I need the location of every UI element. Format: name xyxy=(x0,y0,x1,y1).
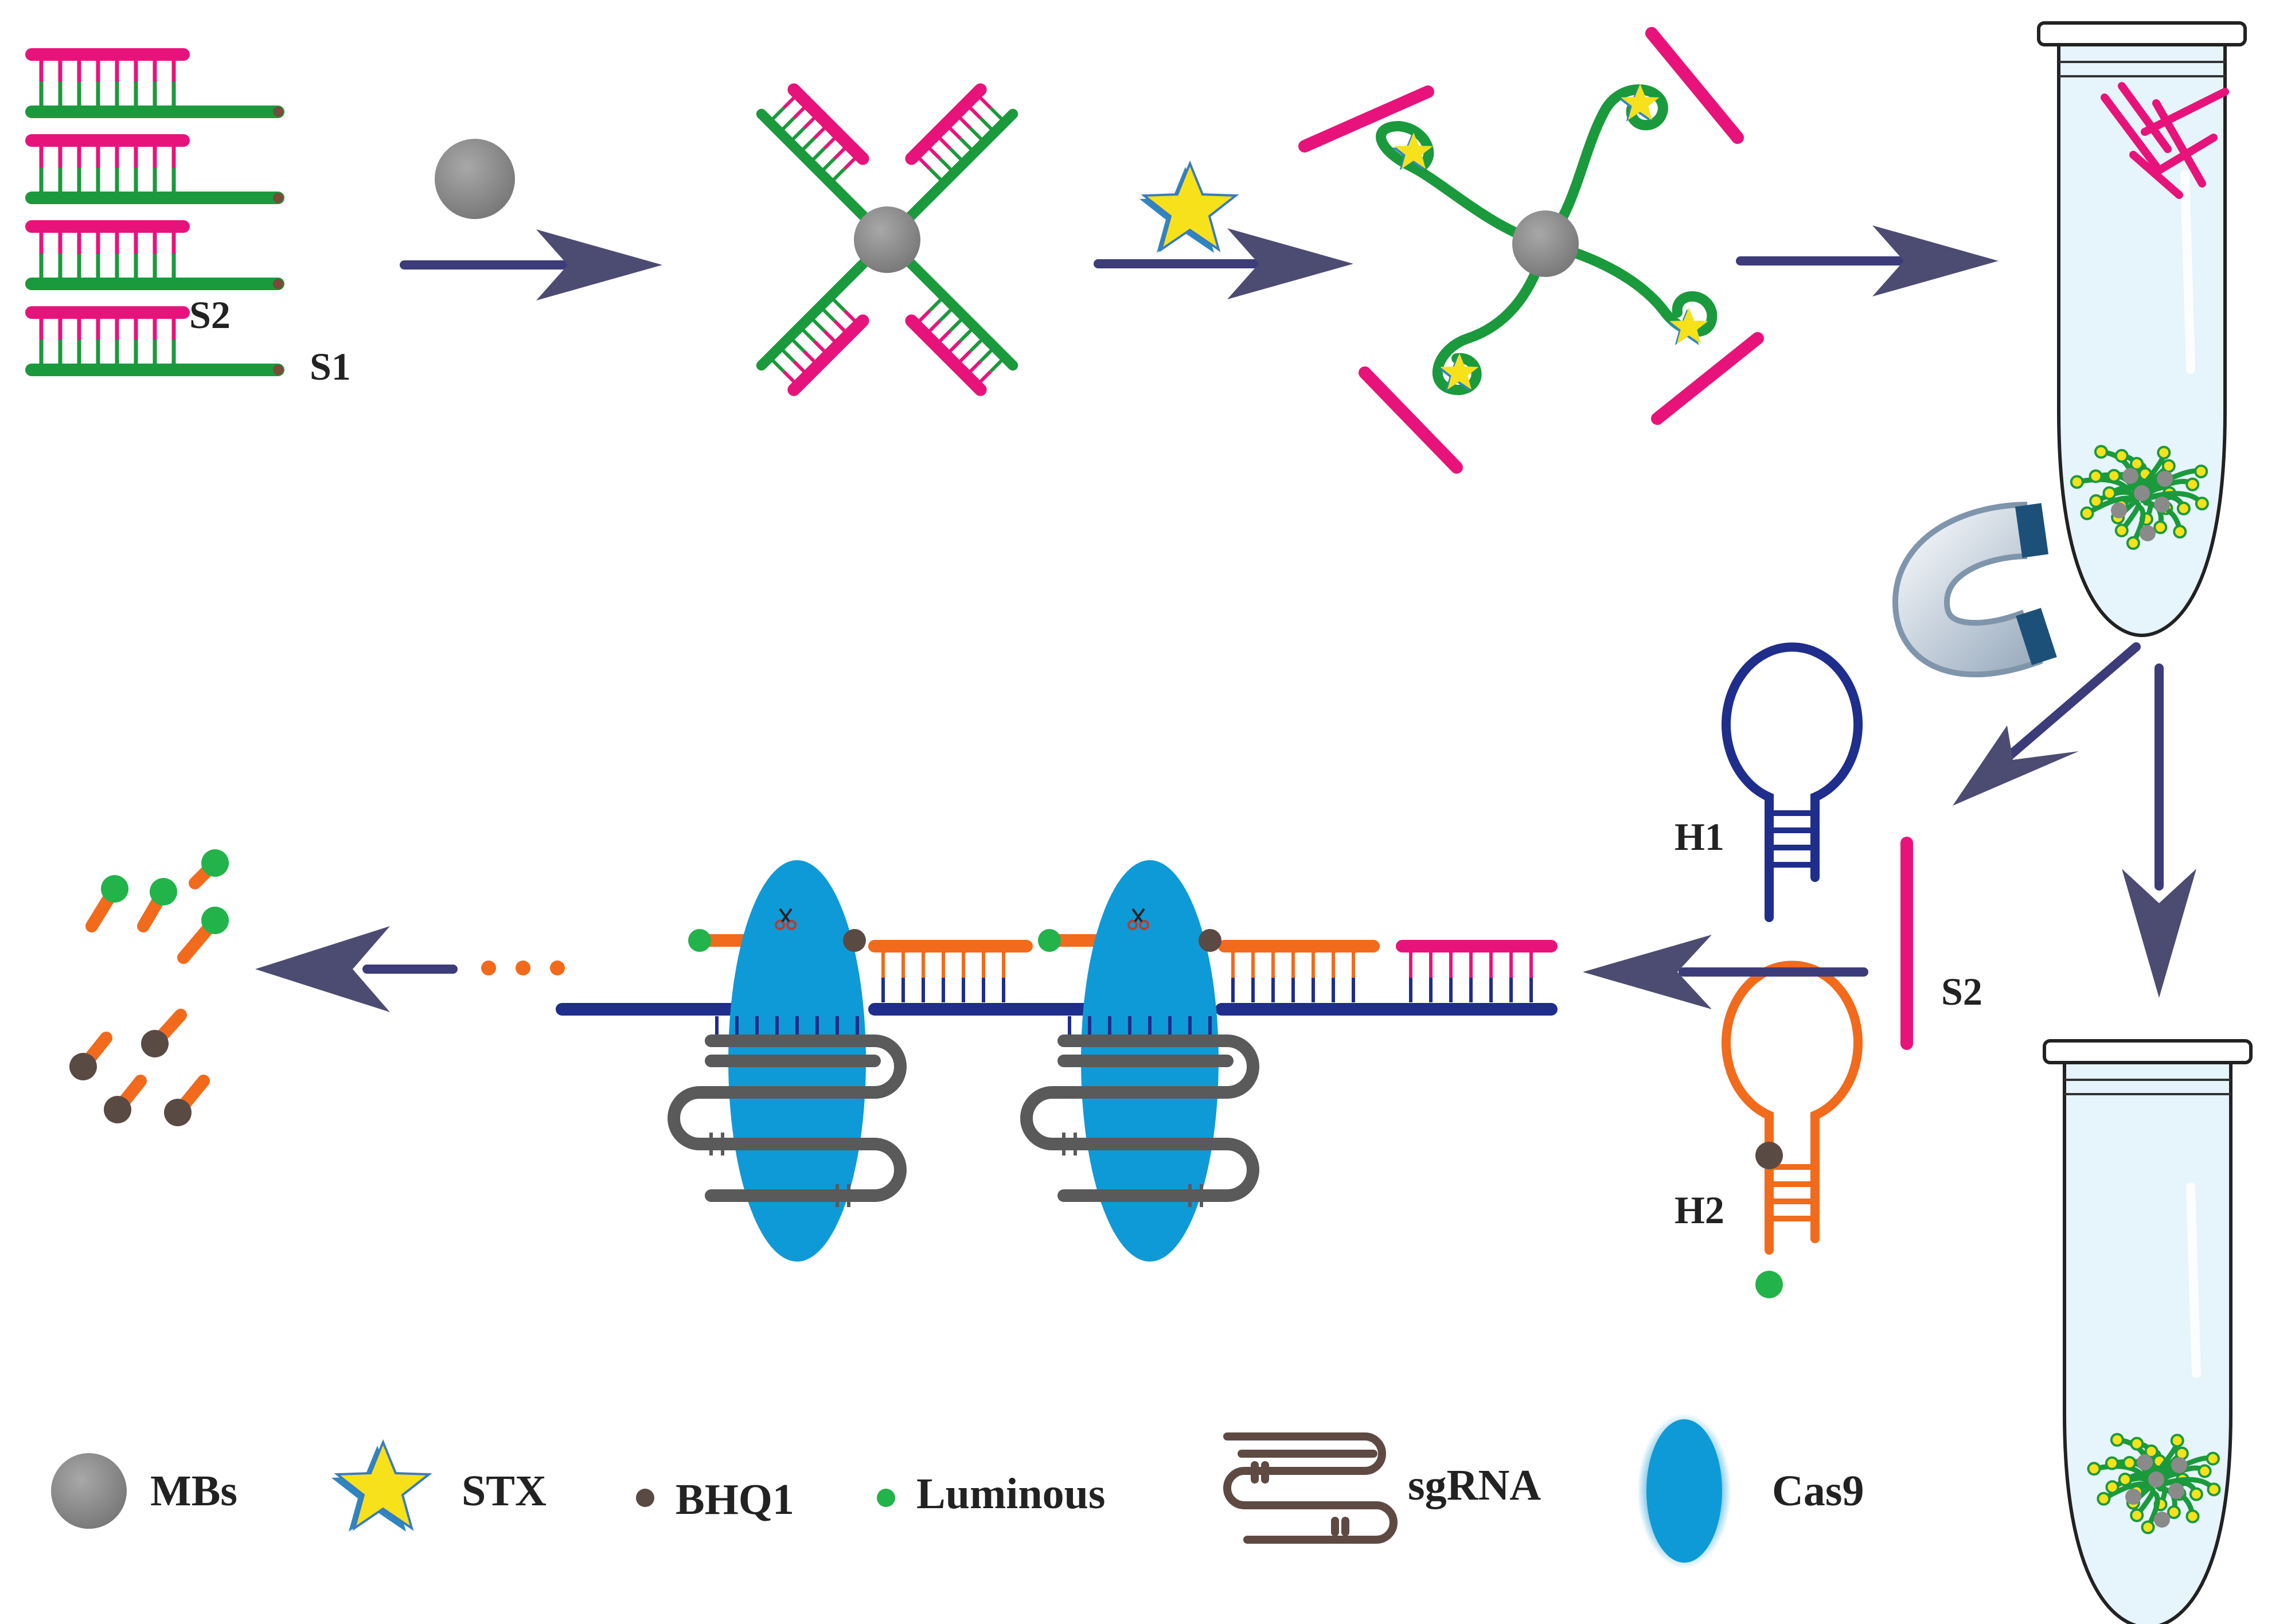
magnet-icon xyxy=(1892,502,2057,678)
legend-star-icon xyxy=(331,1439,432,1532)
hairpin-icon-h2 xyxy=(1722,961,1863,1298)
arrow-down xyxy=(2122,663,2196,998)
arrow-step-1 xyxy=(400,229,662,300)
magnetic-bead-icon xyxy=(435,139,515,219)
legend-sgrna-icon xyxy=(1223,1432,1398,1544)
legend-stx-label: STX xyxy=(462,1467,547,1515)
legend-sgrna-label: sgRNA xyxy=(1408,1461,1541,1509)
s1-s2-duplex-stack xyxy=(25,48,284,376)
legend-bhq1-icon xyxy=(636,1489,654,1507)
legend-mbs-label: MBs xyxy=(150,1467,237,1515)
label-s2-top: S2 xyxy=(189,293,231,337)
bead-with-bound-aptamers xyxy=(1298,27,1764,474)
star-icon xyxy=(1139,160,1239,253)
legend-mbs-icon xyxy=(51,1453,127,1529)
arrow-to-s2 xyxy=(1953,642,2141,806)
label-h2: H2 xyxy=(1675,1188,1724,1232)
label-h1: H1 xyxy=(1675,815,1724,858)
continuation-dots xyxy=(481,961,565,975)
hairpin-icon-h1 xyxy=(1722,642,1863,922)
legend-luminous-label: Luminous xyxy=(916,1470,1106,1518)
legend-luminous-icon xyxy=(877,1489,895,1507)
tube-icon-bottom xyxy=(2043,1039,2253,1624)
legend-bhq1-label: BHQ1 xyxy=(676,1475,794,1524)
label-s1: S1 xyxy=(310,345,351,388)
hcr-cas9-assembly xyxy=(556,860,1558,1262)
legend-cas9-label: Cas9 xyxy=(1772,1467,1864,1515)
tube-icon-top xyxy=(2037,21,2247,638)
arrow-left-to-assembly xyxy=(1583,935,1868,1009)
arrow-step-2 xyxy=(1094,228,1353,299)
label-s2-mid: S2 xyxy=(1941,970,1982,1013)
legend: MBs STX BHQ1 Luminous sgRNA Cas9 xyxy=(51,1414,1864,1568)
arrow-step-3 xyxy=(1736,225,1999,296)
cleaved-reporter-fragments xyxy=(69,849,229,1126)
bead-with-duplex-arms xyxy=(756,83,1018,396)
arrow-left-to-products xyxy=(255,926,458,1012)
